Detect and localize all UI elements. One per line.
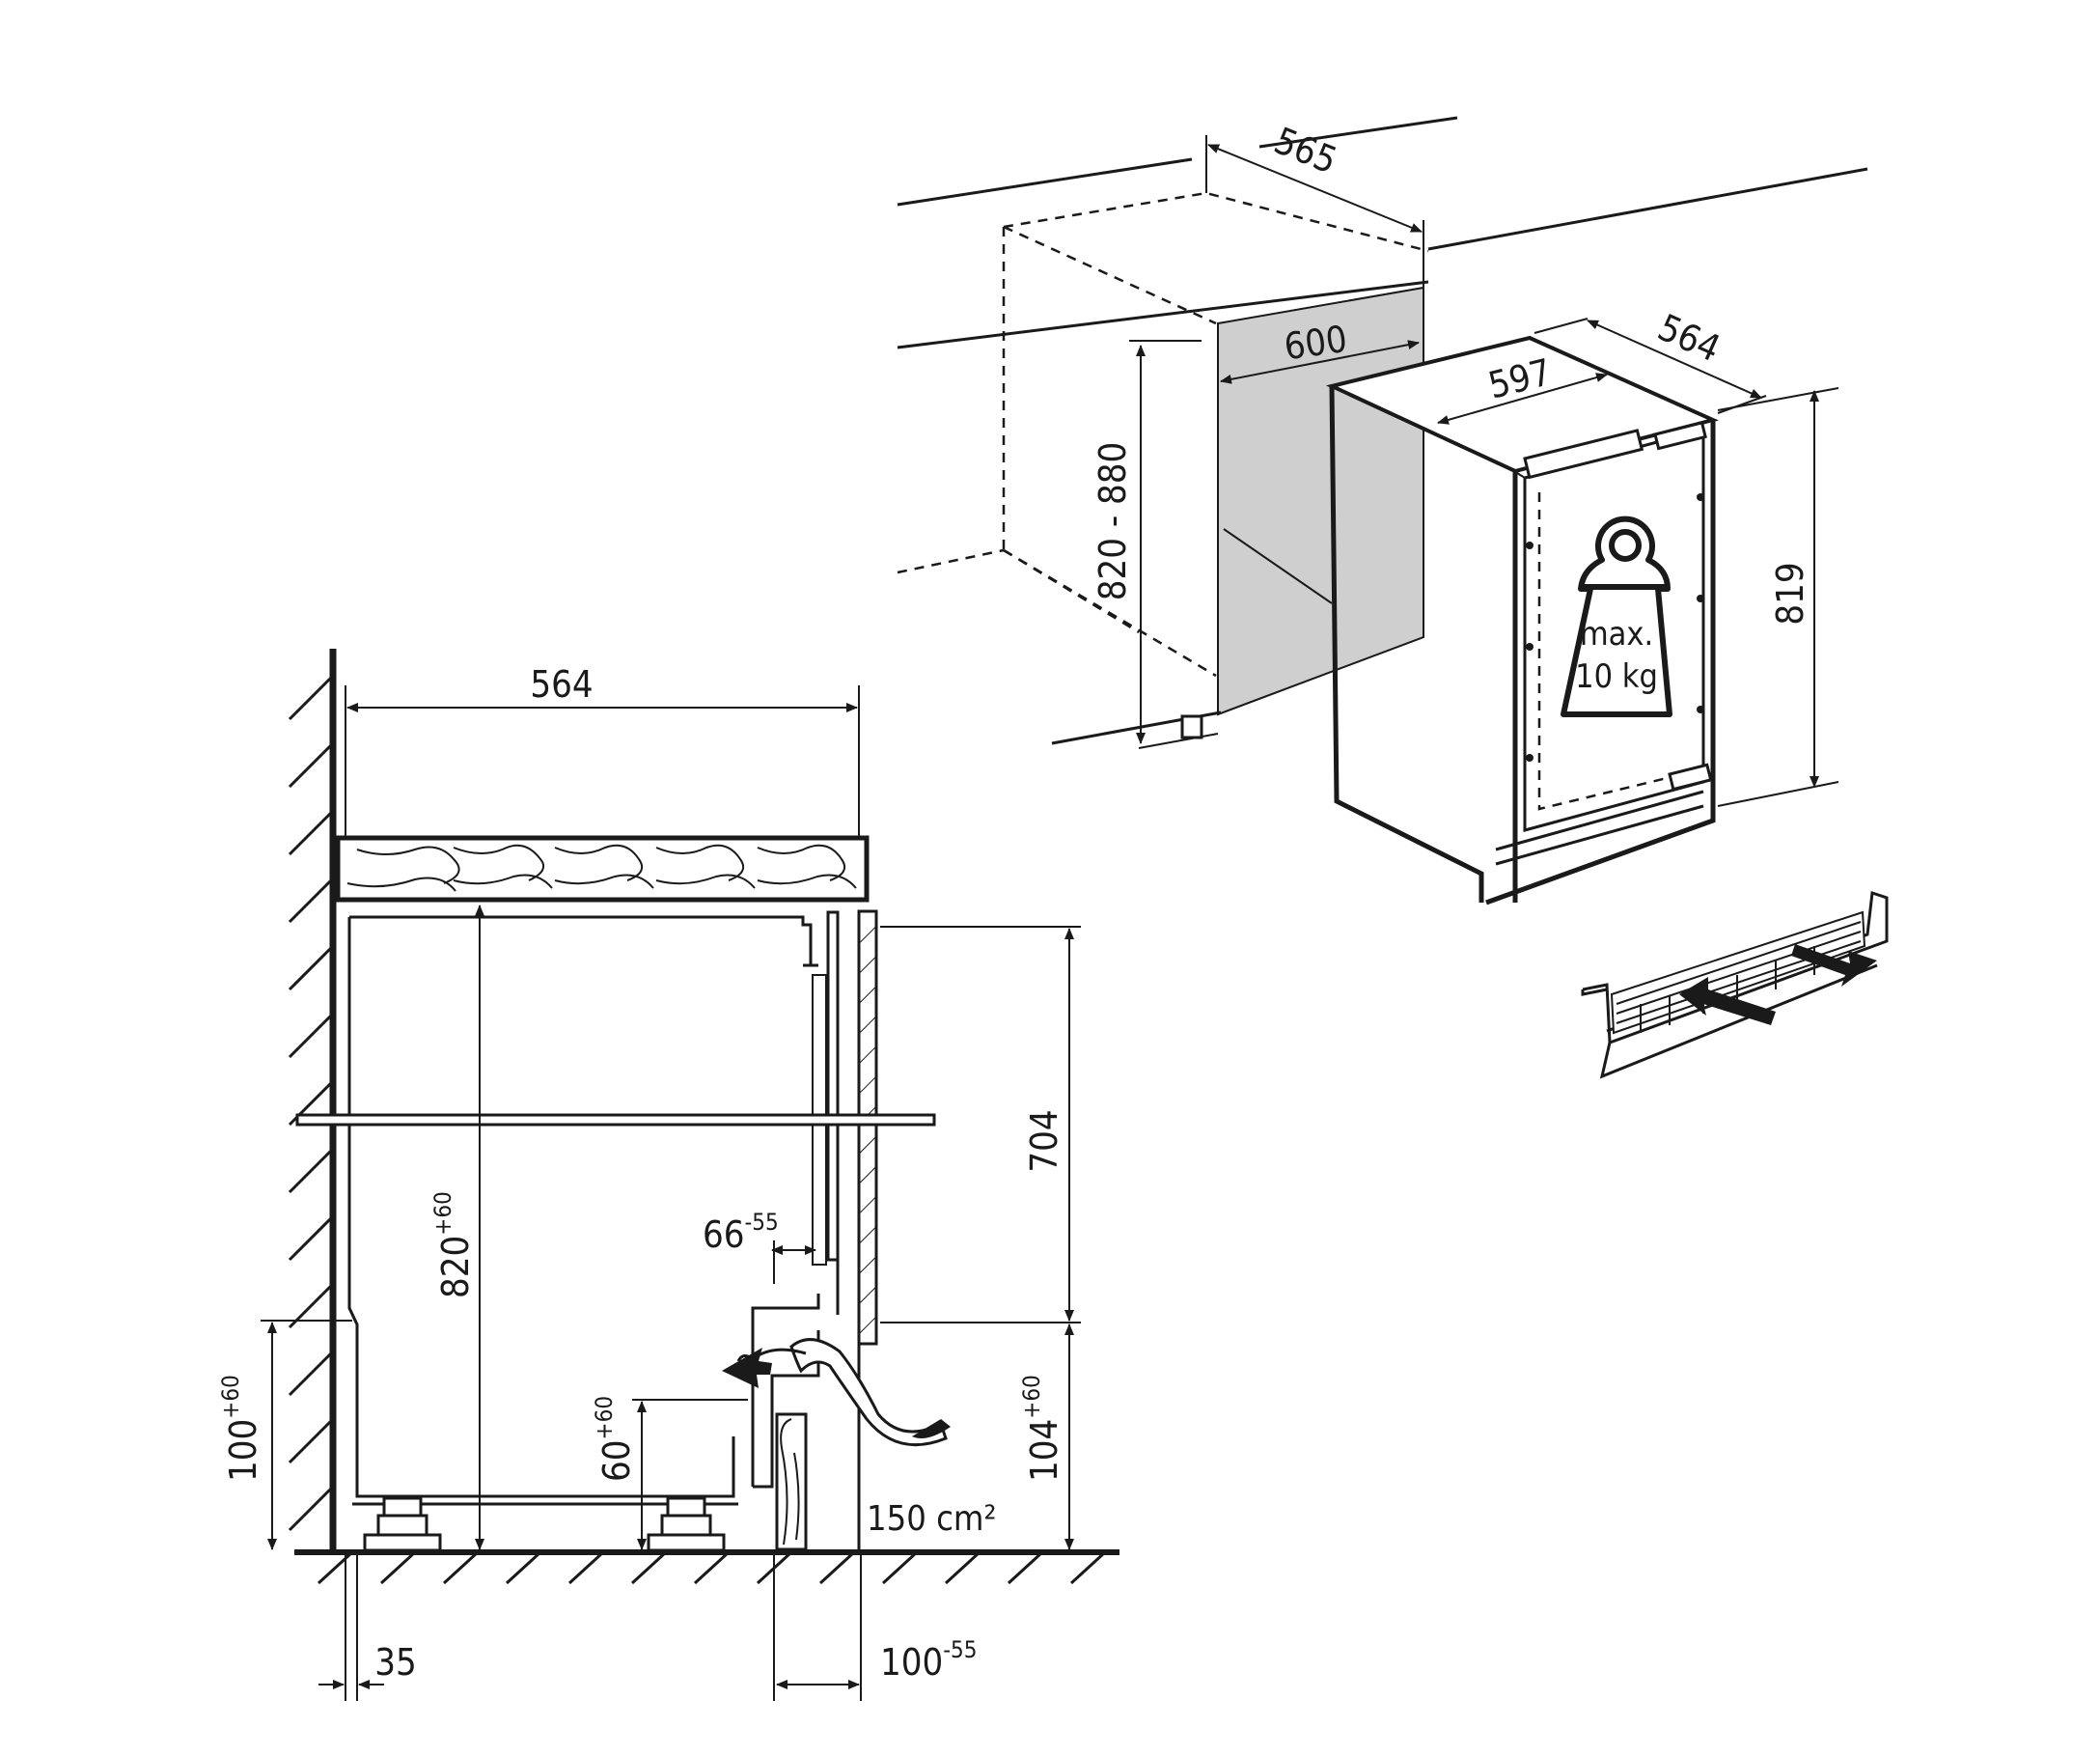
rear-gap-label: 35 bbox=[374, 1641, 417, 1684]
air-out-arrow bbox=[1791, 944, 1877, 987]
plinth-base: 104 bbox=[1023, 1419, 1065, 1482]
vent-base: 60 bbox=[595, 1440, 638, 1483]
door-height-label: 704 bbox=[1023, 1109, 1065, 1172]
foot-base: 100 bbox=[222, 1419, 264, 1482]
appliance-section bbox=[295, 909, 936, 1552]
appliance-foot-front bbox=[647, 1496, 726, 1552]
floor-hatching bbox=[317, 1550, 1107, 1585]
worktop bbox=[335, 835, 870, 903]
vent-grille bbox=[1581, 890, 1889, 1079]
niche-width-label: 600 bbox=[1282, 318, 1350, 369]
height-label: 820+60 bbox=[429, 1191, 477, 1298]
vent-area-label: 150 cm² bbox=[867, 1499, 996, 1539]
wall-hatching bbox=[288, 674, 335, 1532]
height-tolerance: +60 bbox=[429, 1191, 456, 1236]
vent-height-label: 60+60 bbox=[591, 1396, 638, 1482]
foot-tolerance: +60 bbox=[217, 1375, 244, 1419]
load-label-line1: max. bbox=[1580, 615, 1653, 654]
isometric-view: 565 600 820 - 880 bbox=[897, 116, 1889, 1079]
plinth-tolerance: +60 bbox=[1018, 1375, 1045, 1419]
niche-height-label: 820 - 880 bbox=[1091, 442, 1134, 601]
vent-tolerance: +60 bbox=[591, 1396, 618, 1440]
weight-icon bbox=[1561, 515, 1672, 717]
side-section-view: 564 bbox=[217, 649, 1119, 1701]
air-in-arrow bbox=[1679, 977, 1776, 1025]
load-label-line2: 10 kg bbox=[1575, 657, 1658, 696]
plinth-height-label: 104+60 bbox=[1018, 1375, 1065, 1482]
appliance-height-label: 819 bbox=[1769, 562, 1811, 625]
door-gap-tolerance: -55 bbox=[745, 1209, 779, 1236]
niche-depth-label: 565 bbox=[1268, 119, 1342, 181]
front-gap-label: 100-55 bbox=[880, 1636, 978, 1684]
appliance-depth-label: 564 bbox=[1652, 306, 1727, 371]
door-gap-base: 66 bbox=[703, 1213, 745, 1256]
front-gap-tolerance: -55 bbox=[943, 1636, 977, 1663]
airflow-arrow bbox=[789, 1338, 948, 1447]
door-gap-label: 66-55 bbox=[703, 1209, 779, 1256]
appliance-foot-rear bbox=[363, 1496, 442, 1552]
front-gap-base: 100 bbox=[880, 1641, 943, 1684]
height-base: 820 bbox=[434, 1236, 477, 1298]
depth-label: 564 bbox=[530, 663, 593, 706]
foot-height-label: 100+60 bbox=[217, 1375, 264, 1482]
